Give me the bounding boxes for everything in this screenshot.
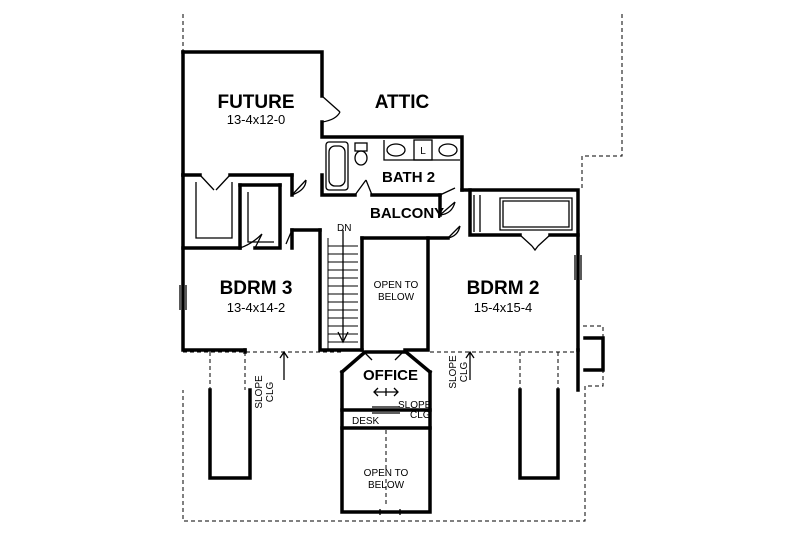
slope-right-line1: SLOPE xyxy=(448,355,459,389)
room-name-office: OFFICE xyxy=(363,367,418,384)
bathtub xyxy=(325,141,349,191)
linen-closet xyxy=(413,139,433,161)
linen-label: L xyxy=(420,146,426,157)
open-below-1-line1: OPEN TO xyxy=(374,280,419,291)
slope-arrow-right-icon xyxy=(465,350,475,380)
stair-dn-label: DN xyxy=(337,223,351,234)
room-name-attic: ATTIC xyxy=(375,92,430,113)
sink-right xyxy=(438,143,458,157)
room-name-bdrm2: BDRM 2 xyxy=(467,278,540,299)
staircase xyxy=(327,230,358,350)
room-name-future: FUTURE xyxy=(217,92,294,113)
interior-walls xyxy=(181,173,580,430)
fixtures xyxy=(179,139,582,515)
room-name-bath2: BATH 2 xyxy=(382,169,435,186)
room-dims-future: 13-4x12-0 xyxy=(227,112,286,127)
room-dims-bdrm3: 13-4x14-2 xyxy=(227,300,286,315)
room-name-bdrm3: BDRM 3 xyxy=(220,278,293,299)
slope-ceiling-lines xyxy=(183,350,578,505)
slope-arrow-left-icon xyxy=(279,350,289,380)
open-below-1-line2: BELOW xyxy=(378,292,415,303)
exterior-walls xyxy=(181,50,605,514)
open-below-2-line1: OPEN TO xyxy=(364,468,409,479)
slope-office-line2: CLG xyxy=(410,410,431,421)
room-labels: FUTURE 13-4x12-0 ATTIC BATH 2 L BALCONY … xyxy=(217,92,539,491)
room-name-balcony: BALCONY xyxy=(370,205,444,222)
toilet xyxy=(354,150,368,166)
room-name-desk: DESK xyxy=(352,416,380,427)
open-below-2-line2: BELOW xyxy=(368,480,405,491)
slope-right-line2: CLG xyxy=(459,361,470,382)
slope-left-line1: SLOPE xyxy=(254,375,265,409)
doors xyxy=(199,95,551,361)
room-dims-bdrm2: 15-4x15-4 xyxy=(474,300,533,315)
slope-left-line2: CLG xyxy=(265,381,276,402)
sink-left xyxy=(386,143,406,157)
stair-arrow-icon xyxy=(337,331,349,344)
slope-office-line1: SLOPE xyxy=(398,400,432,411)
